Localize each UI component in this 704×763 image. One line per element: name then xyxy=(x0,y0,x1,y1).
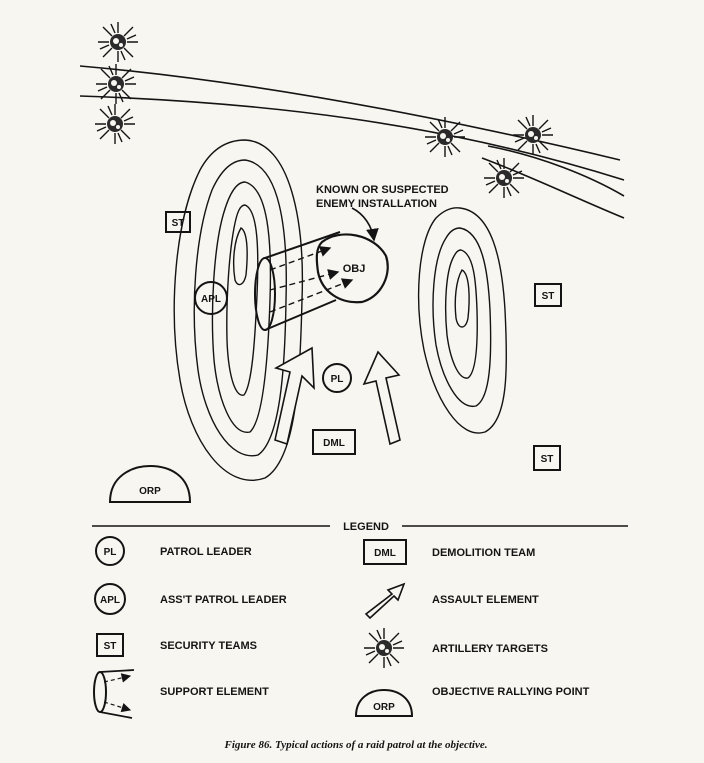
artillery-target-6 xyxy=(483,157,525,199)
legend-pl-symbol: PL xyxy=(104,547,117,558)
objective-label: OBJ xyxy=(343,263,366,275)
figure-caption: Figure 86. Typical actions of a raid pat… xyxy=(224,739,488,751)
legend-artillery-label: ARTILLERY TARGETS xyxy=(432,643,548,655)
st-box-right-top: ST xyxy=(534,283,562,307)
st-label-left: ST xyxy=(172,218,185,229)
objective-installation: OBJ xyxy=(315,233,389,304)
st-box-left: ST xyxy=(165,211,191,233)
st-label-right-bottom: ST xyxy=(541,454,554,465)
artillery-burst-icon xyxy=(363,627,405,669)
legend-item-demolition-team: DML DEMOLITION TEAM xyxy=(363,539,535,565)
legend-st-box xyxy=(96,633,124,657)
legend-apl-symbol: APL xyxy=(100,595,120,606)
st-label-right-top: ST xyxy=(542,291,555,302)
apl-label: APL xyxy=(201,294,221,305)
legend-st-label: SECURITY TEAMS xyxy=(160,640,257,652)
annotation-pointer-arrow xyxy=(351,207,379,242)
legend-item-patrol-leader: PL PATROL LEADER xyxy=(95,536,252,566)
legend-item-assault-element: ASSAULT ELEMENT xyxy=(364,582,539,620)
legend-dml-label: DEMOLITION TEAM xyxy=(432,547,535,559)
dml-label: DML xyxy=(323,438,345,449)
right-hill-contours xyxy=(417,207,508,434)
assault-arrow-right xyxy=(362,350,401,446)
legend-title: LEGEND xyxy=(343,521,389,533)
legend-apl-circle xyxy=(94,583,126,615)
legend-divider: LEGEND xyxy=(92,521,628,533)
artillery-target-5 xyxy=(512,114,554,156)
orp-label: ORP xyxy=(139,486,161,497)
legend-support-label: SUPPORT ELEMENT xyxy=(160,686,269,698)
annotation-line-2: ENEMY INSTALLATION xyxy=(316,198,437,210)
legend-dml-box xyxy=(363,539,407,565)
orp-dome: ORP xyxy=(108,464,192,503)
support-element xyxy=(254,231,354,331)
dml-box: DML xyxy=(312,429,356,455)
apl-circle: APL xyxy=(194,281,228,315)
pl-label: PL xyxy=(331,374,344,385)
annotation-line-1: KNOWN OR SUSPECTED xyxy=(316,184,449,196)
assault-arrow-icon xyxy=(364,582,406,620)
legend-orp-dome xyxy=(354,688,414,717)
artillery-target-4 xyxy=(424,116,466,158)
legend-item-support-element: SUPPORT ELEMENT xyxy=(93,669,269,719)
legend-item-apl: APL ASS'T PATROL LEADER xyxy=(94,583,287,615)
artillery-target-1 xyxy=(97,21,139,63)
assault-arrow-left xyxy=(273,346,315,446)
pl-circle: PL xyxy=(322,363,352,393)
legend-pl-label: PATROL LEADER xyxy=(160,546,252,558)
legend-item-orp: ORP OBJECTIVE RALLYING POINT xyxy=(354,686,590,717)
legend-st-symbol: ST xyxy=(104,641,117,652)
legend-item-artillery-targets: ARTILLERY TARGETS xyxy=(363,627,548,669)
legend-apl-label: ASS'T PATROL LEADER xyxy=(160,594,287,606)
legend-item-security-teams: ST SECURITY TEAMS xyxy=(96,633,257,657)
legend-assault-label: ASSAULT ELEMENT xyxy=(432,594,539,606)
legend-dml-symbol: DML xyxy=(374,548,396,559)
legend-orp-symbol: ORP xyxy=(373,702,395,713)
legend-pl-circle xyxy=(95,536,125,566)
support-element-icon xyxy=(93,669,135,719)
st-box-right-bottom: ST xyxy=(533,445,561,471)
artillery-target-2 xyxy=(95,63,137,105)
artillery-target-3 xyxy=(94,103,136,145)
legend-orp-label: OBJECTIVE RALLYING POINT xyxy=(432,686,590,698)
